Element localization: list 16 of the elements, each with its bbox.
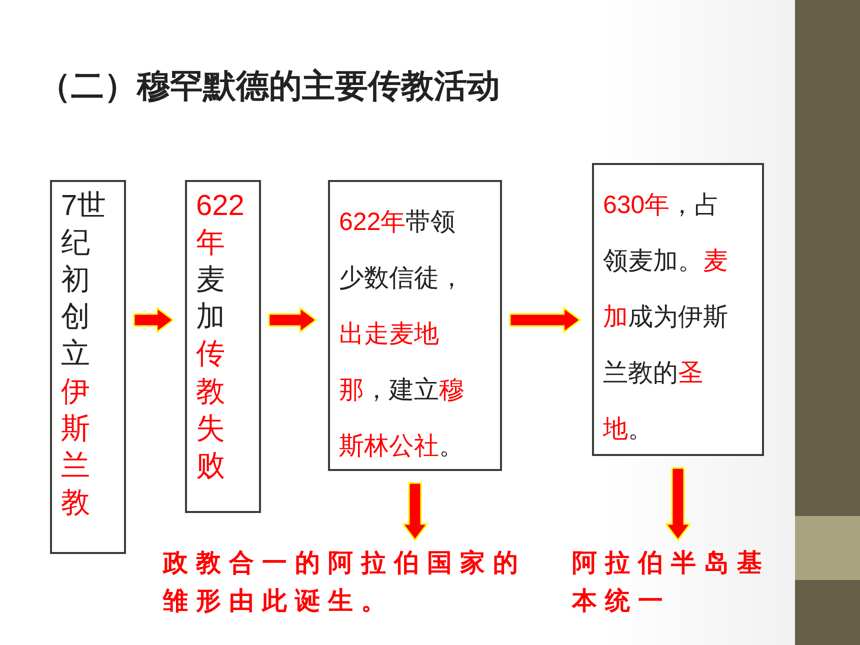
- text-box: [50, 180, 126, 554]
- event-text: 630年，占领麦加。麦加成为伊斯兰教的圣地。: [603, 190, 729, 445]
- arrow: [268, 306, 318, 334]
- text-box: [185, 180, 261, 513]
- event-text: 7世纪初创立伊斯兰教: [61, 189, 108, 521]
- text-box: [328, 180, 502, 471]
- event-text: 622年带领少数信徒，出走麦地那，建立穆斯林公社。: [339, 207, 465, 462]
- result-text: 政教合一的阿拉伯国家的雏形由此诞生。: [163, 548, 527, 617]
- text-box: [592, 163, 764, 456]
- arrow: [664, 467, 692, 542]
- arrow: [509, 306, 582, 334]
- event-text: 622年麦加传教失败: [196, 189, 246, 484]
- result-text: 阿拉伯半岛基本统一: [572, 548, 771, 617]
- arrow: [133, 306, 174, 334]
- arrow: [402, 482, 428, 542]
- slide-title: （二）穆罕默德的主要传教活动: [38, 65, 500, 107]
